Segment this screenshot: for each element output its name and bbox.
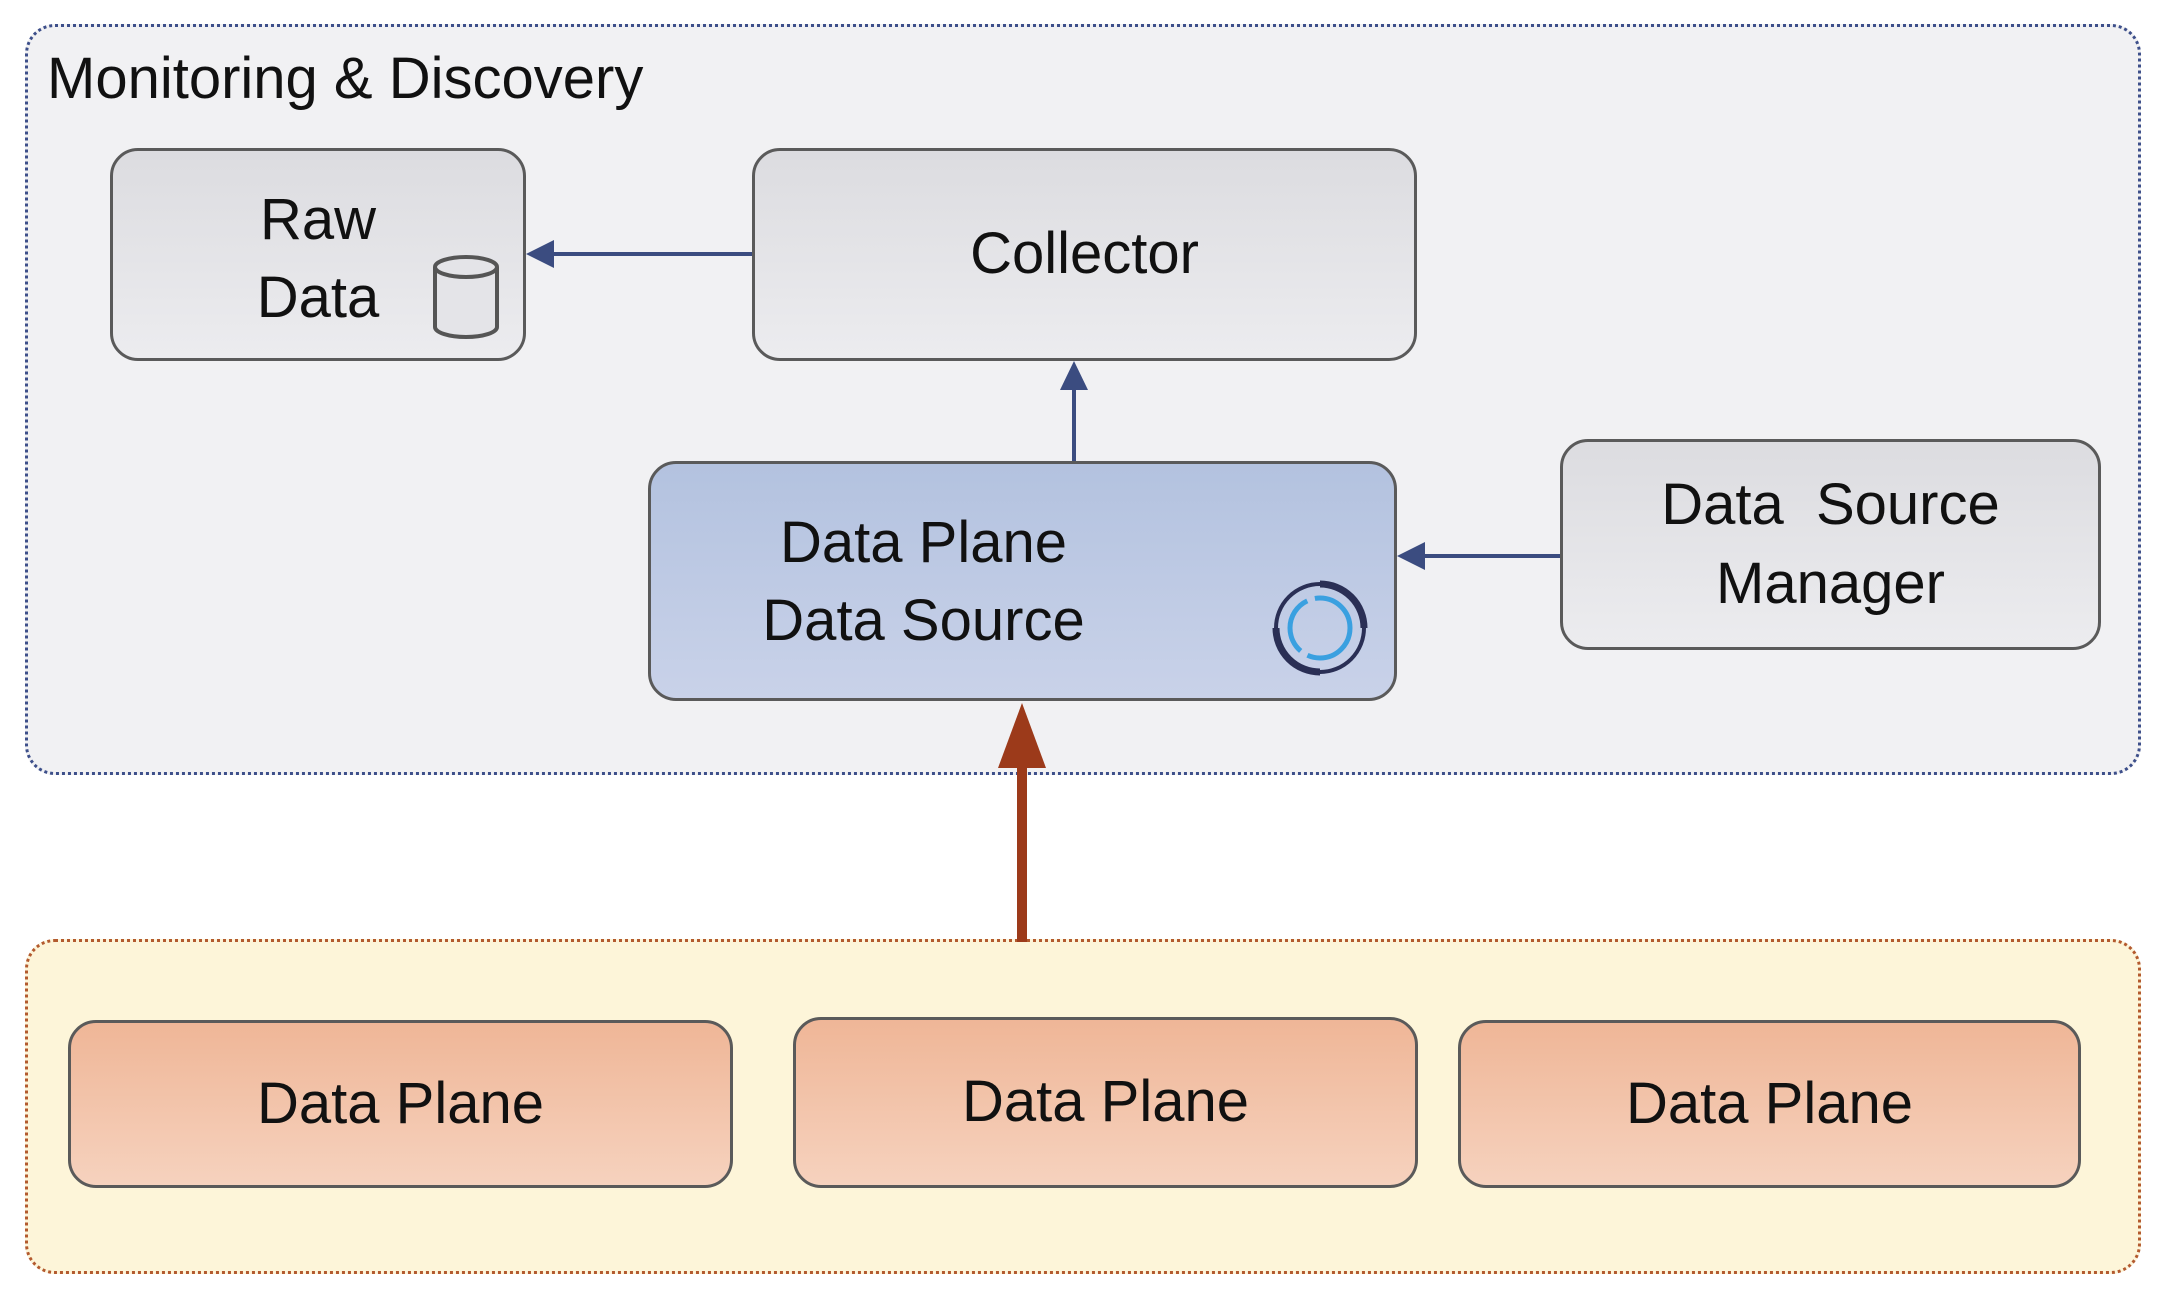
data-plane-label: Data Plane xyxy=(962,1069,1249,1135)
data-source-label-line1: Data Plane xyxy=(780,510,1067,575)
data-source-label-line2: Data Source xyxy=(762,588,1085,654)
dsm-label-line1: Data Source xyxy=(1661,472,2000,538)
data-plane-label: Data Plane xyxy=(1626,1070,1913,1136)
arrow-collector-to-raw-data xyxy=(526,240,752,268)
dsm-label-line2: Manager xyxy=(1716,550,1945,616)
data-source-manager-box[interactable]: Data Source Manager xyxy=(1560,439,2101,650)
data-plane-box[interactable]: Data Plane xyxy=(1458,1020,2081,1188)
data-plane-label: Data Plane xyxy=(257,1070,544,1136)
collector-box[interactable]: Collector xyxy=(752,148,1417,361)
refresh-circle-icon xyxy=(1272,580,1368,676)
data-plane-box[interactable]: Data Plane xyxy=(793,1017,1418,1188)
arrow-manager-to-data-source xyxy=(1397,542,1560,570)
raw-data-box[interactable]: Raw Data xyxy=(110,148,526,361)
group-title: Monitoring & Discovery xyxy=(47,46,644,111)
raw-data-label-line2: Data xyxy=(256,265,380,331)
collector-label: Collector xyxy=(970,221,1199,287)
arrow-data-plane-to-data-source xyxy=(998,703,1046,942)
data-plane-box[interactable]: Data Plane xyxy=(68,1020,733,1188)
arrow-data-source-to-collector xyxy=(1060,361,1088,461)
data-plane-data-source-box[interactable]: Data Plane Data Source xyxy=(648,461,1397,701)
raw-data-label-line1: Raw xyxy=(259,187,377,252)
database-icon xyxy=(433,255,499,339)
